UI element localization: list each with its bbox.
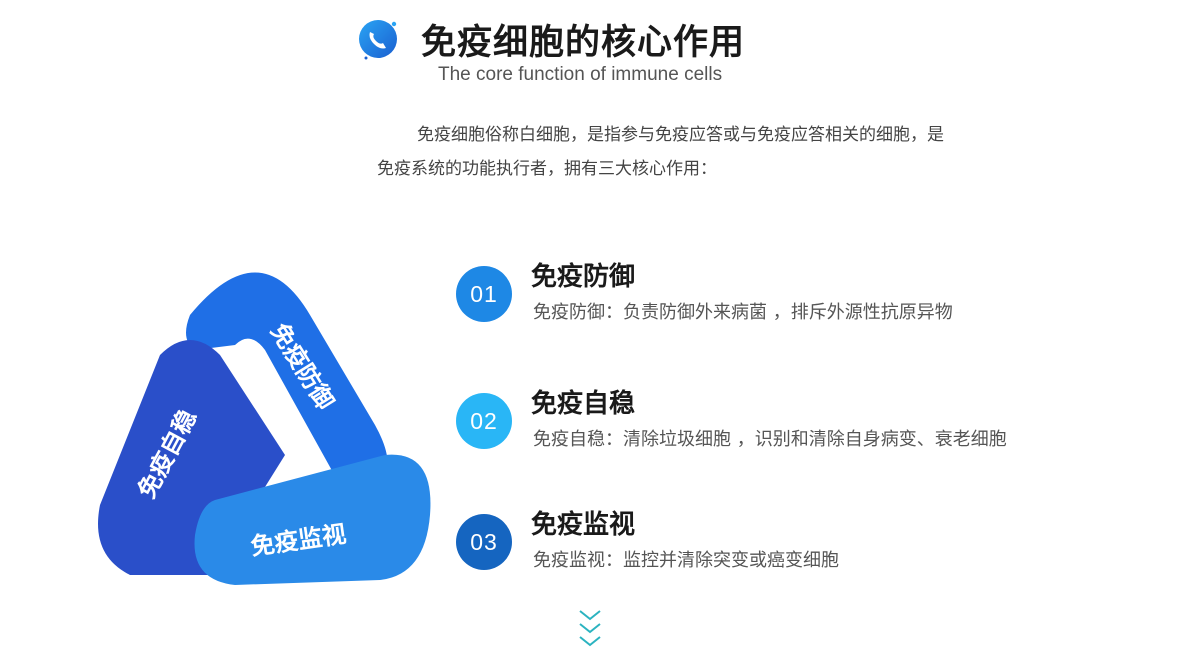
page-subtitle: The core function of immune cells: [438, 64, 723, 85]
item-number-badge: 02: [456, 393, 512, 449]
phone-circle-icon: [359, 20, 397, 60]
item-description: 免疫自稳：清除垃圾细胞 ，识别和清除自身病变、衰老细胞: [533, 429, 1007, 450]
page-title: 免疫细胞的核心作用: [421, 23, 746, 63]
triple-chevron-down-icon[interactable]: [576, 607, 604, 651]
item-number-badge: 01: [456, 266, 512, 322]
header: 免疫细胞的核心作用 The core function of immune ce…: [0, 0, 1180, 100]
item-description: 免疫监视：监控并清除突变或癌变细胞: [533, 550, 839, 571]
item-title: 免疫监视: [531, 510, 636, 540]
item-number-badge: 03: [456, 514, 512, 570]
bottom-segment: [194, 454, 431, 585]
item-description: 免疫防御：负责防御外来病菌 ，排斥外源性抗原异物: [533, 302, 953, 323]
item-title: 免疫防御: [531, 262, 636, 292]
immune-triangle-diagram: 免疫防御 免疫自稳 免疫监视: [98, 272, 431, 585]
item-title: 免疫自稳: [531, 389, 636, 419]
top-segment: [186, 272, 388, 485]
intro-paragraph: 免疫细胞俗称白细胞，是指参与免疫应答或与免疫应答相关的细胞，是免疫系统的功能执行…: [377, 125, 944, 179]
